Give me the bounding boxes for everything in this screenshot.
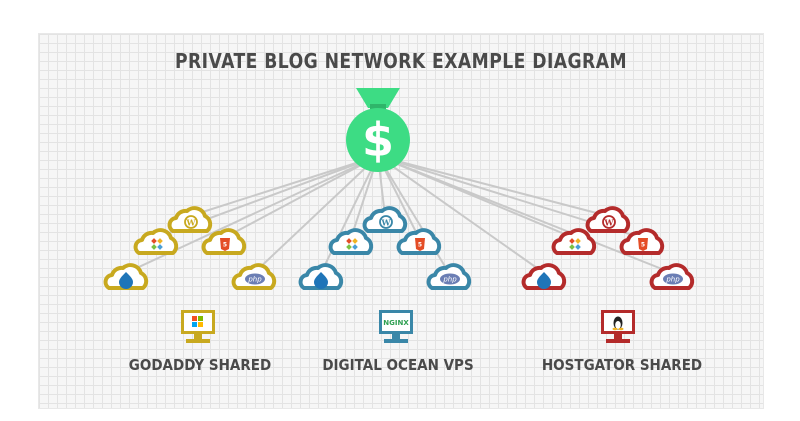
host-label-hostgator: HOSTGATOR SHARED [541,356,703,374]
cloud-site-php-icon: php [231,263,277,290]
host-label-digital-ocean: DIGITAL OCEAN VPS [322,356,474,374]
connection-line [125,155,379,274]
cloud-site-joomla-icon [551,228,597,255]
connection-line [253,155,379,274]
svg-text:5: 5 [418,242,422,249]
connection-line [377,155,609,217]
cloud-site-html5-icon: 5 [619,228,665,255]
cloud-site-drupal-icon [103,263,149,290]
server-monitor-nginx-logo-icon: NGINX [379,310,413,343]
svg-text:W: W [381,218,392,228]
cloud-site-wordpress-icon: W [585,206,631,233]
diagram-title: PRIVATE BLOG NETWORK EXAMPLE DIAGRAM [174,49,628,73]
cloud-site-html5-icon: 5 [201,228,247,255]
connection-line [377,155,545,274]
cloud-site-html5-icon: 5 [396,228,442,255]
cloud-site-drupal-icon [521,263,567,290]
svg-text:W: W [604,218,615,228]
network-group: W 5 php [521,206,695,290]
svg-text:W: W [186,218,197,228]
host-label-godaddy: GODADDY SHARED [128,356,272,374]
svg-text:5: 5 [641,242,645,249]
connection-line [223,155,379,239]
svg-text:NGINX: NGINX [383,319,409,327]
svg-text:5: 5 [223,242,227,249]
cloud-site-php-icon: php [426,263,472,290]
cloud-site-wordpress-icon: W [362,206,408,233]
cloud-site-joomla-icon [328,228,374,255]
svg-text:php: php [665,276,680,284]
svg-text:php: php [247,276,262,284]
network-group: W 5 php [298,206,472,290]
connection-line [377,155,673,274]
server-monitor-linux-tux-icon [601,310,635,343]
network-group: W 5 php [103,206,277,290]
dollar-symbol: $ [362,113,394,167]
cloud-site-php-icon: php [649,263,695,290]
connection-line [320,155,379,274]
cloud-site-wordpress-icon: W [167,206,213,233]
cloud-site-drupal-icon [298,263,344,290]
connection-line [189,155,379,217]
server-monitor-windows-logo-icon [181,310,215,343]
cloud-site-joomla-icon [133,228,179,255]
money-bag-icon: $ [346,88,410,172]
svg-text:php: php [442,276,457,284]
